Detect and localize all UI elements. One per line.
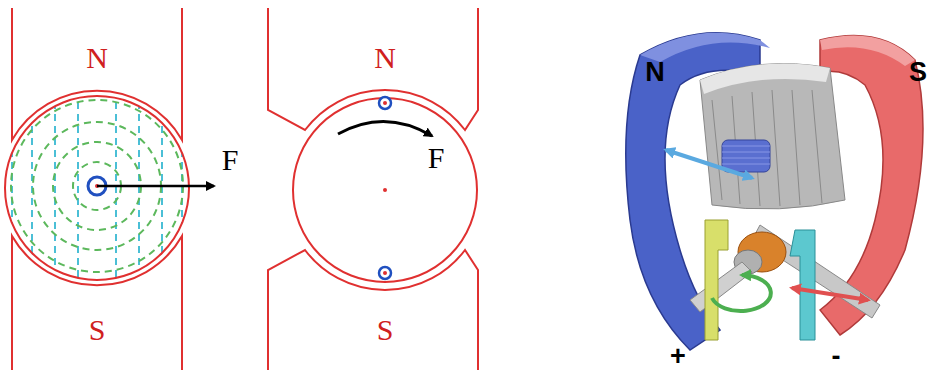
pole-label: N xyxy=(86,43,108,73)
torque-panel xyxy=(268,8,478,370)
terminal-label: + xyxy=(670,343,686,370)
force-label: F xyxy=(222,145,239,175)
pole-label: N xyxy=(374,43,396,73)
pole-label: S xyxy=(909,59,927,86)
terminal-label: - xyxy=(832,343,841,370)
dc-motor xyxy=(626,33,923,350)
pole-label: S xyxy=(377,315,394,345)
field-panel xyxy=(5,8,214,370)
force-label: F xyxy=(428,143,445,173)
pole-label: S xyxy=(89,315,106,345)
pole-label: N xyxy=(645,59,665,86)
